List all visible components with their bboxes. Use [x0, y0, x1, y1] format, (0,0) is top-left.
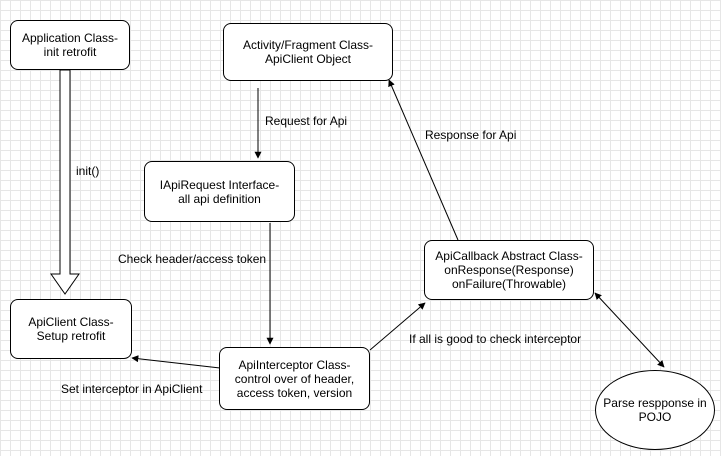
- node-text-line: access token, version: [236, 385, 353, 400]
- init-arrow: [50, 69, 80, 295]
- node-text-line: init retrofit: [43, 45, 97, 59]
- node-text-line: ApiInterceptor Class-: [238, 357, 351, 372]
- request-label: Request for Api: [265, 114, 348, 128]
- response-label: Response for Api: [425, 128, 517, 142]
- set-interceptor-arrow: [131, 355, 221, 369]
- node-text-line: ApiClient Object: [264, 52, 352, 66]
- node-text-line: Application Class-: [21, 31, 119, 45]
- check-header-label: Check header/access token: [118, 252, 267, 266]
- node-text-line: all api definition: [178, 191, 261, 206]
- node-text-line: control over of header,: [234, 371, 355, 386]
- node-text-line: onResponse(Response): [444, 263, 574, 277]
- application-class-node: Application Class-init retrofit: [10, 20, 130, 70]
- response-arrow: [388, 79, 459, 241]
- iapirequest-interface-node: IApiRequest Interface-all api definition: [144, 161, 295, 222]
- node-text-line: Setup retrofit: [36, 329, 106, 343]
- set-interceptor-label: Set interceptor in ApiClient: [61, 382, 203, 396]
- node-text-line: IApiRequest Interface-: [159, 177, 280, 192]
- if-good-arrow: [369, 302, 426, 351]
- node-text-line: POJO: [638, 410, 672, 424]
- node-text-line: Parse respponse in: [603, 396, 707, 410]
- apiinterceptor-class-node: ApiInterceptor Class-control over of hea…: [219, 347, 370, 410]
- if-good-label: If all is good to check interceptor: [409, 332, 582, 346]
- node-text-line: ApiCallback Abstract Class-: [435, 249, 583, 263]
- pojo-bidirectional-arrow: [594, 292, 665, 368]
- node-text-line: onFailure(Throwable): [451, 277, 567, 291]
- activity-fragment-class-node: Activity/Fragment Class-ApiClient Object: [223, 23, 393, 81]
- init-label: init(): [76, 164, 100, 178]
- apiclient-class-node: ApiClient Class-Setup retrofit: [10, 299, 132, 359]
- apicallback-abstract-class-node: ApiCallback Abstract Class-onResponse(Re…: [424, 240, 594, 300]
- node-text-line: ApiClient Class-: [28, 315, 114, 329]
- node-text-line: Activity/Fragment Class-: [242, 38, 374, 52]
